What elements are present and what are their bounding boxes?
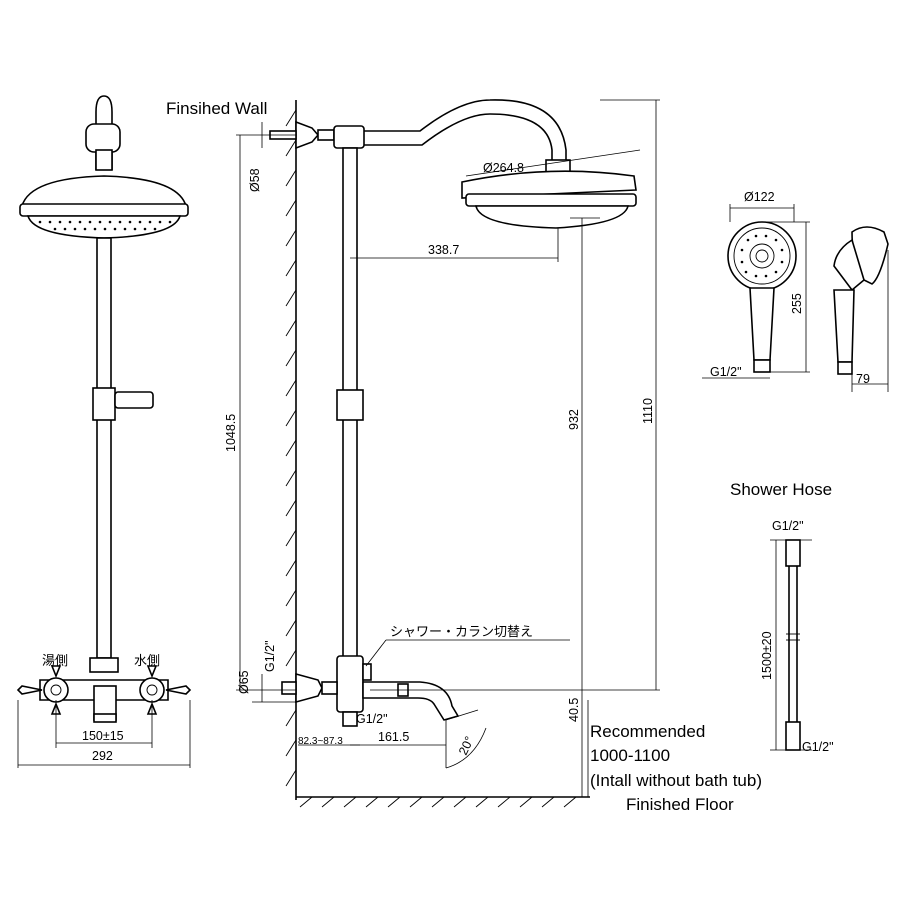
spout-tip-front [93, 713, 117, 723]
hose-length-value: 1500±20 [760, 631, 774, 680]
spout-reach-value: 161.5 [378, 730, 409, 744]
slider-holder-front [92, 387, 116, 421]
diverter-knob [362, 663, 372, 681]
height-range-label: 1000-1100 [590, 746, 670, 765]
shower-arm-lower [364, 113, 553, 170]
side-view: Finsihed Wall Ø264.8 [166, 99, 762, 814]
install-note-label: (Intall without bath tub) [590, 771, 762, 790]
recommended-label: Recommended [590, 722, 705, 741]
shower-hose-view: Shower Hose G1/2" 1500±20 G1/2" [730, 480, 834, 754]
shower-head-front [20, 175, 188, 207]
inlet-height-value: Ø65 [237, 670, 251, 694]
head-diameter-leader [465, 149, 641, 177]
hose-bottom-fitting [785, 721, 801, 751]
handset-thread-value: G1/2" [710, 365, 742, 379]
hose-top-fitting [785, 539, 801, 567]
shower-head-rim [19, 203, 189, 217]
hose-thread-bottom-value: G1/2" [802, 740, 834, 754]
overall-width-value: 292 [92, 749, 113, 763]
handset-thread-front [753, 359, 771, 373]
head-diameter-value: Ø264.8 [483, 161, 524, 175]
shower-arm-upper [364, 99, 567, 170]
total-height-value: 1048.5 [224, 414, 238, 452]
bottom-inlet-arm [321, 681, 338, 695]
shower-head-nozzles [38, 220, 172, 231]
bath-spout-side [362, 681, 460, 721]
arm-reach-value: 338.7 [428, 243, 459, 257]
shower-head-face [26, 215, 182, 239]
mixer-top-front [89, 657, 119, 673]
head-connector [95, 149, 113, 171]
top-tee-fitting [333, 125, 365, 149]
spout-angle-value: 20° [456, 734, 477, 757]
hand-shower-view: Ø122 255 G1/2" 79 [702, 190, 889, 392]
spout-height-value: 40.5 [567, 698, 581, 722]
handset-nozzles [740, 234, 784, 278]
handset-neck-side [833, 238, 865, 292]
finished-wall-label: Finsihed Wall [166, 99, 267, 118]
diverter-label: シャワー・カラン切替え [390, 625, 533, 640]
mixer-body-side [336, 655, 364, 713]
outlet-thread-value: G1/2" [356, 712, 388, 726]
arm-bracket [85, 123, 121, 153]
cold-handle-front [139, 665, 192, 715]
handset-depth-value: 79 [856, 372, 870, 386]
floor-hatching [299, 796, 577, 808]
handset-length-value: 255 [790, 293, 804, 314]
center-distance-value: 150±15 [82, 729, 124, 743]
hose-outlet [342, 711, 358, 727]
bottom-inlet-thread [281, 681, 297, 695]
hose-thread-top-value: G1/2" [772, 519, 804, 533]
finished-floor-label: Finished Floor [626, 795, 734, 814]
handset-handle-side [833, 289, 855, 363]
handset-head-front [727, 221, 797, 291]
wall-flange-diameter-value: Ø58 [248, 168, 262, 192]
handset-thread-side [837, 361, 853, 375]
shower-head-side-top [461, 170, 637, 199]
shower-head-side-rim [465, 193, 637, 207]
riser-pipe-front [96, 237, 112, 659]
shower-arm-front [95, 95, 113, 170]
slider-holder-side [336, 389, 364, 421]
front-view: 湯側 水側 150±15 292 [16, 95, 192, 768]
overall-height-value: 1110 [641, 398, 655, 424]
cold-side-label: 水側 [134, 654, 160, 669]
hot-side-label: 湯側 [42, 654, 68, 669]
handset-handle-front [749, 287, 775, 361]
handset-diameter-value: Ø122 [744, 190, 775, 204]
wall-hatching [285, 109, 297, 787]
shower-head-side-face [475, 205, 629, 229]
shower-hose-title: Shower Hose [730, 480, 832, 499]
wall-offset-value: 82.3~87.3 [298, 736, 343, 747]
head-height-value: 932 [567, 409, 581, 430]
top-wall-flange [295, 120, 320, 150]
inlet-thread-value: G1/2" [263, 640, 277, 672]
slider-arm-front [114, 391, 154, 409]
bottom-wall-flange [295, 672, 323, 704]
spout-angle-arc [445, 727, 487, 769]
top-wall-arm [317, 129, 335, 141]
